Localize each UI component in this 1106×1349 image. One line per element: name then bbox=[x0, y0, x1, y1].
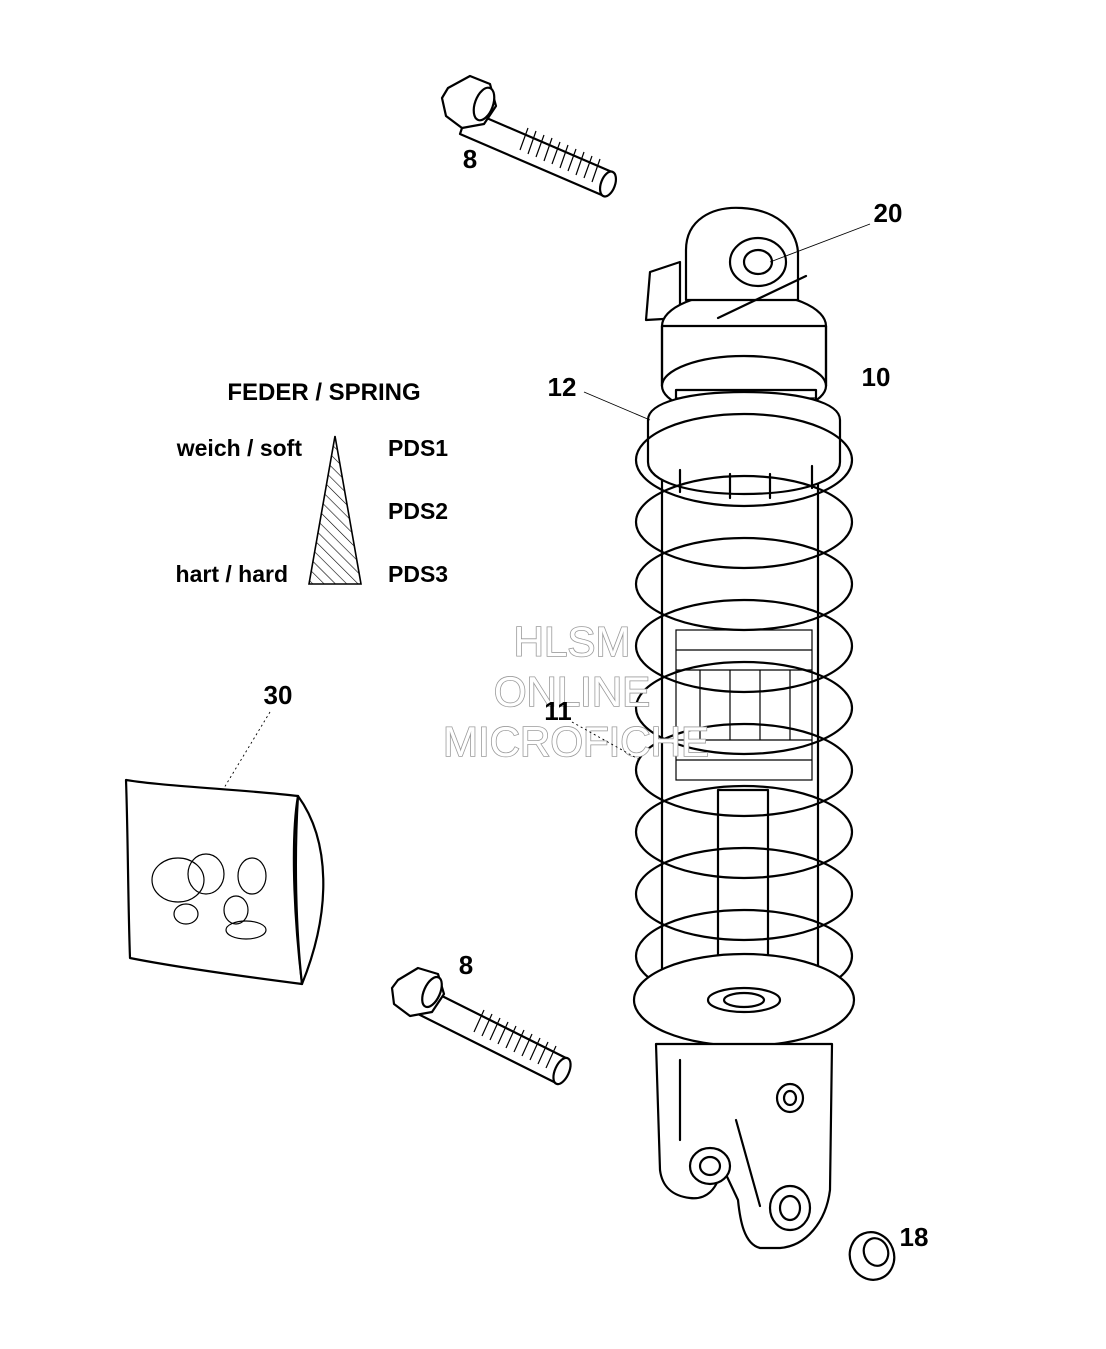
callout-adjuster-ring: 12 bbox=[548, 372, 577, 402]
watermark-line-3: MICROFICHE bbox=[443, 718, 709, 765]
legend-soft-label: weich / soft bbox=[176, 435, 303, 461]
callout-shock-absorber: 10 bbox=[862, 362, 891, 392]
shock-absorber bbox=[632, 206, 856, 1250]
callout-sticker: 30 bbox=[264, 680, 293, 710]
watermark-line-2: ONLINE bbox=[494, 668, 650, 715]
watermark: HLSM ONLINE MICROFICHE bbox=[442, 617, 710, 766]
legend-hard-label: hart / hard bbox=[176, 561, 288, 587]
callout-bottom-bushing: 18 bbox=[900, 1222, 929, 1252]
legend-grade-1: PDS1 bbox=[388, 435, 448, 461]
callouts: 8 20 10 12 11 30 8 18 bbox=[264, 144, 929, 1252]
callout-pivot-bushing: 20 bbox=[874, 198, 903, 228]
leader-lines bbox=[223, 223, 871, 789]
callout-bolt-top: 8 bbox=[463, 144, 477, 174]
bolt-bottom bbox=[390, 966, 572, 1086]
callout-spring: 11 bbox=[544, 696, 572, 726]
legend-title: FEDER / SPRING bbox=[227, 379, 420, 406]
spring-legend: FEDER / SPRING weich / soft hart / hard … bbox=[176, 379, 449, 587]
hardness-wedge bbox=[308, 435, 362, 585]
bushing-18 bbox=[848, 1231, 896, 1281]
bolt-top bbox=[440, 74, 618, 198]
callout-bolt-bottom: 8 bbox=[459, 950, 473, 980]
watermark-line-1: HLSM bbox=[514, 618, 631, 665]
sticker-30 bbox=[124, 778, 325, 986]
legend-grade-2: PDS2 bbox=[388, 498, 448, 524]
legend-grade-3: PDS3 bbox=[388, 561, 448, 587]
